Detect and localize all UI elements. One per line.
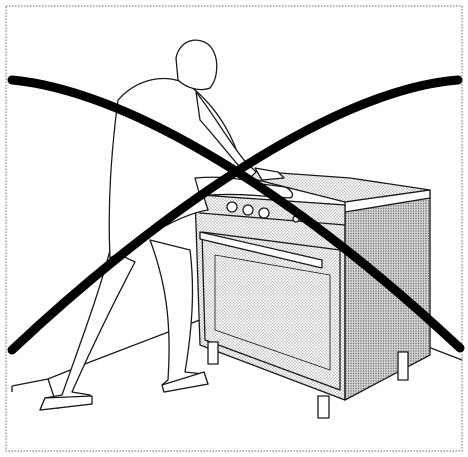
knob-icon	[243, 205, 253, 215]
knob-icon	[259, 208, 269, 218]
knob-icon	[227, 202, 237, 212]
